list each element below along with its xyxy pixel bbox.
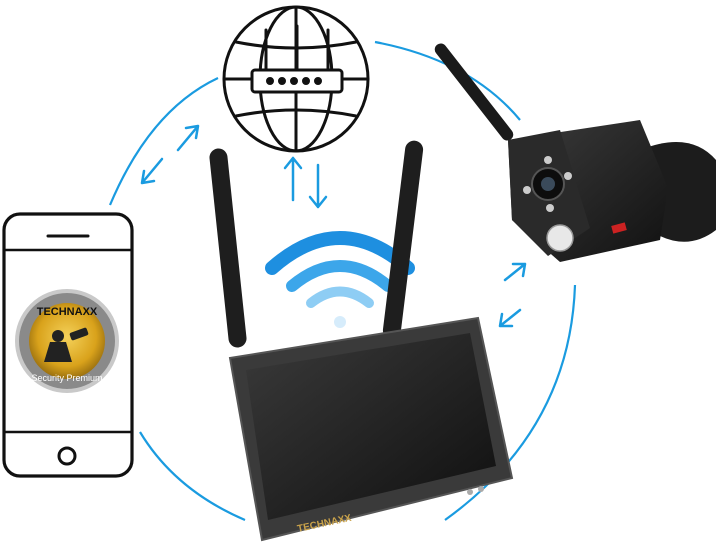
arc-camera-monitor <box>444 284 577 521</box>
arc-phone-monitor <box>139 431 246 522</box>
bidirectional-arrow-icon <box>140 124 527 328</box>
burglar-icon <box>44 327 89 362</box>
badge-tagline: Security Premium <box>31 373 102 383</box>
badge-brand: TECHNAXX <box>37 306 98 318</box>
app-badge: TECHNAXX Security Premium <box>15 289 119 393</box>
router-globe-icon <box>222 5 370 153</box>
monitor-icon: TECHNAXX <box>228 316 514 542</box>
monitor-button <box>467 489 473 495</box>
monitor-button <box>478 486 484 492</box>
arc-phone-router <box>108 77 219 206</box>
camera-icon <box>434 43 716 262</box>
connection-arcs <box>108 40 577 522</box>
monitor-antennas <box>209 140 424 348</box>
